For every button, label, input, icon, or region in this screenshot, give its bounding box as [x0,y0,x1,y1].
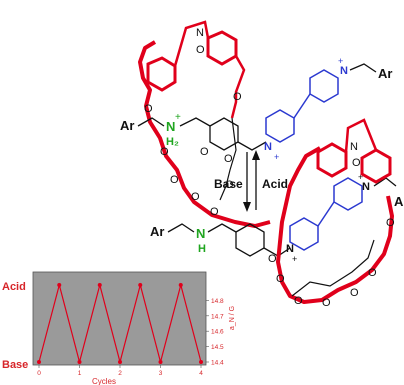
bottom-npy1-plus: + [292,254,297,264]
bottom-ether-o-7: O [386,217,395,229]
bottom-thin-chain [291,239,375,297]
bottom-bipy-bond [317,201,335,227]
state-label-base: Base [2,359,28,371]
top-ar-right: Ar [378,66,392,81]
plot-area [32,271,207,366]
top-ether-o-left: O [144,103,153,115]
top-axle-mid [179,117,211,127]
bottom-nitroxide-n: N [350,141,358,153]
data-point [178,283,183,287]
bottom-axle-mid [207,223,237,233]
top-thin-chain [219,117,237,201]
y-tick-label: 14.5 [211,344,224,351]
x-tick-labels: 0 1 2 3 4 [37,365,203,377]
bottom-ether-o-5: O [350,287,359,299]
y-tick-label: 14.6 [211,329,224,336]
bottom-axle-benzene [235,223,265,257]
top-ether-o-7: O [224,153,233,165]
top-ar-label: Ar [120,118,134,133]
bottom-ether-o-1: O [276,273,285,285]
top-npy2: N [340,65,348,77]
bottom-npy1: N [286,243,294,255]
bottom-ether-o-2: O [268,253,277,265]
bottom-ether-o-3: O [294,295,303,307]
arrow-acid-label: Acid [262,177,288,191]
top-axle-link [237,141,267,151]
top-ether-o-3: O [160,146,169,158]
top-ether-o-9: O [225,179,234,191]
top-nh2-plus: + [175,112,181,123]
bottom-ether-o-4: O [322,297,331,309]
bottom-pyridinium-1 [289,217,319,251]
top-spiro-bridge [173,20,210,67]
y-tick-label: 14.4 [211,360,224,367]
arrow-base-label: Base [214,177,243,191]
top-ether-o-right: O [233,91,242,103]
top-ether-o-5: O [191,191,200,203]
bottom-npy2-plus: + [358,172,363,182]
top-nitroxide-n: N [196,27,204,39]
state-label-acid: Acid [2,281,26,293]
data-point [37,360,41,364]
arrow-down-head [243,202,251,212]
top-bipy-bond [293,93,311,119]
equilibrium-arrows: Base Acid [214,150,288,212]
x-tick-label: 0 [37,370,41,377]
bottom-ar-label: Ar [150,224,164,239]
top-ether-o-8: O [200,146,209,158]
bottom-crown-aromatic-right [360,148,392,184]
chart-marks [37,282,203,365]
top-axle-left [137,117,165,127]
y-tick-labels: 14.4 14.5 14.6 14.7 14.8 [206,298,224,367]
bottom-axle-left [167,223,195,233]
bottom-nh-n: N [196,226,205,241]
bottom-spiro-bridge [344,118,378,153]
top-npy1-plus: + [274,152,279,162]
data-point [77,360,82,364]
x-tick-label: 1 [78,370,82,377]
top-nh2-h2: H₂ [166,136,179,148]
data-point [138,283,143,287]
top-crown-aromatic-left [146,56,177,92]
top-ether-o-4: O [170,174,179,186]
top-npy2-plus: + [338,56,343,66]
top-nh2-n: N [166,119,175,134]
bottom-ether-o-6: O [368,267,377,279]
top-crown-aromatic-right [206,30,238,66]
epr-chart: 14.4 14.5 14.6 14.7 14.8 0 1 2 3 4 Acid Base Cyc… [2,271,236,385]
x-axis-label: Cycles [92,377,116,385]
y-tick-label: 14.8 [211,298,224,305]
top-ether-o-6: O [210,206,219,218]
y-axis-label: a_N / G [229,306,236,330]
data-point [57,283,62,287]
bottom-rotaxane: Ar N H N + N + Ar N O O O O O O O O [150,118,404,309]
data-point [118,360,122,364]
bottom-crown-aromatic-left [316,142,348,178]
x-tick-label: 4 [199,370,203,377]
x-tick-label: 3 [159,370,163,377]
bottom-npy2: N [362,181,370,193]
x-tick-label: 2 [118,370,122,377]
bottom-ar-right: Ar [394,194,404,209]
top-pyridinium-2 [309,69,339,103]
bottom-nitroxide-o: O [352,157,361,169]
data-point [199,360,203,364]
bottom-pyridinium-2 [333,177,363,211]
y-tick-label: 14.7 [211,313,224,320]
top-ether-chain [230,55,246,119]
data-point [97,283,102,287]
top-axle-right [349,63,377,73]
bottom-crown-ring [276,146,394,304]
bottom-nh-h: H [198,243,206,255]
top-crown-ring [138,40,271,228]
top-nitroxide-o: O [196,44,205,56]
top-pyridinium-1 [265,109,295,143]
top-npy1: N [264,141,272,153]
arrow-up-head [252,150,260,160]
top-rotaxane: N O O O O O O O O O O Ar N H₂ + N + N + … [120,20,392,228]
data-point [158,360,163,364]
